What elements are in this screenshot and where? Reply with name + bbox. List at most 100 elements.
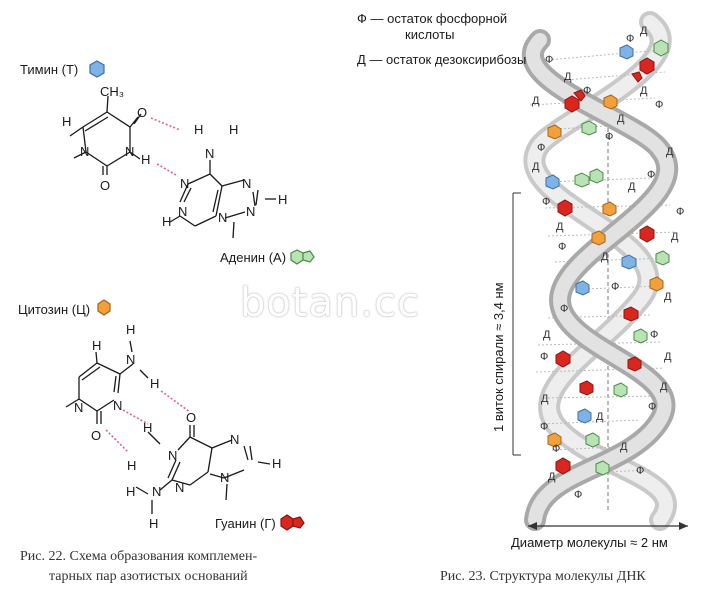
sugar-letter: Д bbox=[666, 146, 674, 158]
atom-label: H bbox=[278, 192, 287, 207]
atom-label: H bbox=[62, 114, 71, 129]
atom-label: O bbox=[137, 105, 147, 120]
cytosine-hexagon-icon bbox=[97, 299, 111, 316]
atom-label: N bbox=[152, 484, 161, 499]
phosphate-letter: Ф bbox=[611, 281, 619, 293]
atom-label: N bbox=[175, 480, 184, 495]
atom-label: H bbox=[149, 516, 158, 531]
guanine-icon bbox=[280, 514, 305, 531]
hbond-line bbox=[160, 390, 191, 413]
atom-label: N bbox=[218, 210, 227, 225]
sugar-letter: Д bbox=[640, 85, 648, 97]
phosphate-letter: Ф bbox=[650, 329, 658, 341]
atom-label: N bbox=[126, 352, 135, 367]
guanine-label: Гуанин (Г) bbox=[215, 516, 276, 531]
turn-bracket bbox=[512, 192, 521, 456]
phosphate-letter: Ф bbox=[605, 131, 613, 143]
phosphate-letter: Ф bbox=[636, 465, 644, 477]
atom-label: H bbox=[272, 456, 281, 471]
cytosine-label: Цитозин (Ц) bbox=[18, 302, 91, 317]
atom-label: N bbox=[168, 448, 177, 463]
sugar-letter: Д bbox=[548, 471, 556, 483]
phosphate-letter: Ф bbox=[540, 421, 548, 433]
diameter-arrow bbox=[528, 522, 688, 530]
atom-label: H bbox=[150, 376, 159, 391]
sugar-letter: Д bbox=[541, 393, 549, 405]
phosphate-letter: Ф bbox=[545, 54, 553, 66]
atom-label: N bbox=[246, 204, 255, 219]
atom-label: H bbox=[92, 338, 101, 353]
atom-label: N bbox=[74, 400, 83, 415]
atom-label: H bbox=[194, 122, 203, 137]
sugar-letter: Д bbox=[532, 95, 540, 107]
adenine-label: Аденин (А) bbox=[220, 250, 287, 265]
atom-label: N bbox=[113, 398, 122, 413]
phosphate-letter: Ф bbox=[542, 196, 550, 208]
sugar-letter: Д bbox=[628, 181, 636, 193]
phosphate-letter: Ф bbox=[560, 303, 568, 315]
sugar-letter: Д bbox=[596, 411, 604, 423]
sugar-letter: Д bbox=[664, 291, 672, 303]
phosphate-letter: Ф bbox=[537, 142, 545, 154]
sugar-letter: Д bbox=[617, 113, 625, 125]
atom-label: N bbox=[230, 432, 239, 447]
base-pair-diagram: CH₃ O H N N H O H H N N N H H N N N H H … bbox=[62, 60, 315, 531]
atom-label: N bbox=[180, 176, 189, 191]
phosphate-letter: Ф bbox=[583, 85, 591, 97]
fig23-caption: Рис. 23. Структура молекулы ДНК bbox=[440, 569, 646, 584]
phosphate-letter: Ф bbox=[558, 241, 566, 253]
sugar-letter: Д bbox=[543, 329, 551, 341]
hbond-line bbox=[122, 409, 149, 425]
atom-label: H bbox=[126, 322, 135, 337]
atom-label: N bbox=[80, 144, 89, 159]
thymine-label: Тимин (Т) bbox=[20, 62, 79, 77]
hbond-line bbox=[150, 117, 181, 131]
thymine-hexagon-icon bbox=[89, 60, 105, 78]
phosphate-letter: Ф bbox=[676, 206, 684, 218]
legend-phosphate-line2: кислоты bbox=[405, 27, 455, 42]
atom-label: H bbox=[229, 122, 238, 137]
diameter-label: Диаметр молекулы ≈ 2 нм bbox=[511, 535, 668, 550]
atom-label: O bbox=[91, 428, 101, 443]
atom-label: H bbox=[141, 152, 150, 167]
watermark: botan.cc bbox=[240, 280, 421, 326]
sugar-letter: Д bbox=[532, 161, 540, 173]
turn-label: 1 виток спирали ≈ 3,4 нм bbox=[491, 282, 506, 432]
sugar-letter: Д bbox=[601, 251, 609, 263]
sugar-letter: Д bbox=[671, 231, 679, 243]
sugar-letter: Д bbox=[556, 221, 564, 233]
legend-sugar: Д — остаток дезоксирибозы bbox=[357, 52, 527, 67]
phosphate-letter: Ф bbox=[648, 401, 656, 413]
sugar-letter: Д bbox=[564, 71, 572, 83]
atom-label: CH₃ bbox=[100, 84, 124, 99]
fig22-caption-line2: тарных пар азотистых оснований bbox=[49, 569, 248, 584]
fig22-caption-line1: Рис. 22. Схема образования комплемен- bbox=[20, 549, 258, 564]
phosphate-letter: Ф bbox=[626, 33, 634, 45]
phosphate-letter: Ф bbox=[655, 99, 663, 111]
phosphate-letter: Ф bbox=[540, 351, 548, 363]
phosphate-letter: Ф bbox=[574, 489, 582, 501]
atom-label: N bbox=[220, 470, 229, 485]
atom-label: N bbox=[205, 146, 214, 161]
adenine-icon bbox=[290, 249, 315, 265]
sugar-letter: Д bbox=[660, 381, 668, 393]
legend-phosphate: Ф — остаток фосфорной bbox=[357, 11, 508, 26]
atom-label: N bbox=[125, 144, 134, 159]
sugar-letter: Д bbox=[640, 25, 648, 37]
sugar-letter: Д bbox=[664, 351, 672, 363]
atom-label: N bbox=[242, 176, 251, 191]
phosphate-letter: Ф bbox=[647, 169, 655, 181]
atom-label: O bbox=[100, 178, 110, 193]
hbond-line bbox=[105, 429, 129, 453]
sugar-letter: Д bbox=[620, 441, 628, 453]
atom-label: H bbox=[162, 214, 171, 229]
atom-label: O bbox=[186, 410, 196, 425]
phosphate-letter: Ф bbox=[552, 443, 560, 455]
hbond-line bbox=[156, 163, 179, 177]
atom-label: N bbox=[178, 204, 187, 219]
atom-label: H bbox=[127, 458, 136, 473]
atom-label: H bbox=[126, 484, 135, 499]
atom-label: H bbox=[143, 420, 152, 435]
